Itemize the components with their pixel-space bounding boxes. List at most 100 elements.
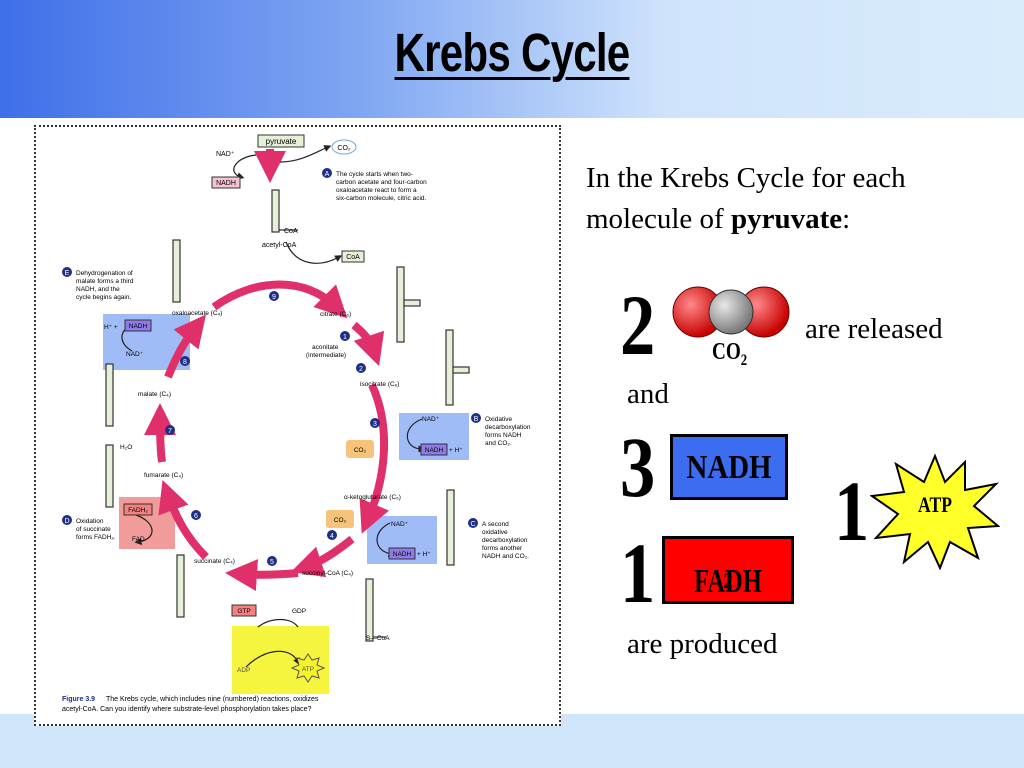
atp-label: ATP [918, 492, 952, 517]
akg-nadh-box [388, 547, 416, 560]
succinate-chain [176, 554, 185, 618]
isocitrate-branch [452, 366, 470, 374]
citrate-label: citrate (C₆) [320, 311, 351, 318]
slide-title: Krebs Cycle [394, 23, 631, 83]
note-e-line3: NADH, and the [76, 286, 120, 293]
gtp-box [231, 604, 257, 617]
aconitate-sub: (intermediate) [306, 352, 346, 359]
malate-label: malate (C₄) [138, 391, 171, 398]
caption-line-2: acetyl-CoA. Can you identify where subst… [62, 706, 312, 713]
adp-label: ADP [237, 667, 250, 674]
intro-text: In the Krebs Cycle for each molecule of … [586, 158, 1006, 240]
akg-nad-label: NAD⁺ [391, 521, 409, 528]
intro-pyruvate: pyruvate [730, 203, 843, 235]
nad-top-label: NAD⁺ [216, 151, 235, 158]
intro-text-main: In the Krebs Cycle for each molecule of [586, 162, 906, 235]
step-4-arrow [290, 535, 355, 578]
note-b-line3: forms NADH [485, 432, 522, 439]
note-c-line2: oxidative [482, 529, 508, 536]
isocitrate-h-plus: + H⁺ [449, 447, 463, 454]
oxaloacetate-chain [172, 239, 181, 303]
acetyl-coa-label: acetyl-CoA [262, 242, 297, 249]
note-a-letter: A [325, 171, 330, 178]
fadh2-box [123, 503, 153, 516]
nad-top-arrow [233, 154, 257, 180]
caption-figure-number: Figure 3.9 [62, 696, 95, 703]
note-e-letter: E [65, 270, 70, 277]
note-c-line1: A second [482, 521, 509, 528]
malate-h-plus: H⁺ + [104, 324, 118, 331]
note-c-badge [468, 518, 478, 528]
akg-label: α-ketoglutarate (C₅) [344, 494, 401, 501]
note-b-line4: and CO₂. [485, 440, 512, 447]
isocitrate-nadh-box [420, 443, 448, 456]
intro-colon: : [842, 203, 851, 235]
coa-released-label: CoA [346, 254, 360, 261]
co2-top-label: CO₂ [337, 145, 351, 152]
malate-nadh-label: NADH [129, 323, 148, 330]
produced-text: are produced [627, 628, 778, 660]
figure-canvas: pyruvate NAD⁺ NADH CO₂ CoA acetyl-CoA Co… [62, 134, 531, 713]
isocitrate-chain [445, 329, 454, 406]
adp-arrow [245, 650, 300, 668]
note-b-line2: decarboxylation [485, 424, 531, 431]
note-a-badge [322, 168, 332, 178]
note-e-line1: Dehydrogenation of [76, 270, 133, 277]
note-b-letter: B [474, 416, 479, 423]
succinyl-label: succinyl-CoA (C₄) [302, 570, 353, 577]
malate-chain [105, 363, 114, 427]
co2-molecule-icon [672, 286, 790, 338]
nadh-count: 3 [620, 419, 656, 515]
citrate-chain [396, 266, 405, 343]
and-text: and [627, 378, 669, 410]
note-c-line4: forms another [482, 545, 523, 552]
akg-chain [446, 489, 455, 566]
step-8-arrow [164, 314, 206, 379]
akg-nadh-label: NADH [393, 551, 412, 558]
note-d-line2: of succinate [76, 526, 111, 533]
note-a-line2: carbon acetate and four-carbon [336, 179, 427, 186]
nadh-label: NADH [686, 449, 772, 486]
step-4-badge: 4 [330, 533, 334, 540]
coa-box [341, 250, 365, 263]
scoa-label: S—CoA [366, 635, 390, 642]
step-1-badge: 1 [343, 334, 347, 341]
note-d-badge [62, 515, 72, 525]
coa-arrow [285, 241, 343, 264]
released-text: are released [805, 313, 943, 345]
note-d-letter: D [64, 518, 69, 525]
note-a-line1: The cycle starts when two- [336, 171, 413, 178]
step-2-4-arrow [359, 383, 390, 534]
note-d-line1: Oxidation [76, 518, 104, 525]
note-c-letter: C [470, 521, 475, 528]
note-e-line2: malate forms a third [76, 278, 134, 285]
pyruvate-box [257, 134, 305, 148]
co2-formula-sub: 2 [740, 351, 748, 369]
aconitate-label: aconitate [312, 344, 339, 351]
fadh-label: FADH [694, 563, 762, 600]
note-c-line5: NADH and CO₂. [482, 553, 529, 560]
note-d-line3: forms FADH₂. [76, 534, 116, 541]
note-c-line3: decarboxylation [482, 537, 528, 544]
fumarate-chain [105, 444, 114, 508]
co2-count: 2 [620, 277, 656, 373]
acetyl-chain [271, 189, 280, 233]
gtp-arrow [257, 618, 299, 628]
step-2-badge: 2 [359, 366, 363, 373]
nadh-top-label: NADH [216, 180, 236, 187]
caption-line-1: The Krebs cycle, which includes nine (nu… [106, 696, 319, 703]
coa-on-chain: CoA [284, 228, 298, 235]
nadh-box: NADH [670, 434, 788, 500]
step-9-badge: 9 [272, 294, 276, 301]
nadh-top-box [211, 176, 241, 189]
citrate-branch [403, 299, 421, 307]
malate-nad-label: NAD⁺ [126, 351, 144, 358]
step-5-badge: 5 [270, 559, 274, 566]
step-8-badge: 8 [183, 359, 187, 366]
step-6-arrow [158, 479, 209, 560]
step-badges: 1 2 3 4 5 6 7 8 9 [165, 291, 380, 566]
figure-atp-star [290, 653, 326, 683]
step-3-badge: 3 [373, 421, 377, 428]
isocitrate-nad-label: NAD⁺ [422, 416, 440, 423]
